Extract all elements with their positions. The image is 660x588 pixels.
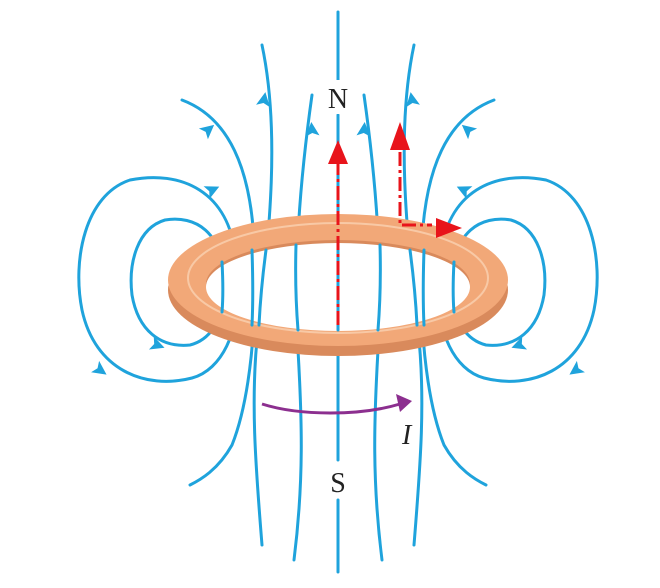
south-pole-label: S xyxy=(330,468,346,499)
field-arrowhead xyxy=(456,186,473,199)
red-dashed-l-arrow-line xyxy=(398,152,432,227)
current-arrow xyxy=(261,394,412,415)
current-arrowhead xyxy=(396,394,412,412)
field-arrowheads xyxy=(91,92,585,375)
north-label-backdrop xyxy=(324,80,354,114)
field-arrowhead xyxy=(511,336,528,350)
field-lines-foreground xyxy=(220,238,456,332)
field-line-mid-right-fg xyxy=(408,248,419,327)
north-pole-label: N xyxy=(328,84,348,115)
field-line-loop-left-small xyxy=(129,217,224,347)
field-line-inner-left-fg xyxy=(294,243,300,332)
red-l-arrowhead-up xyxy=(390,122,410,150)
red-dashed-arrows xyxy=(328,122,462,325)
field-arrowhead xyxy=(198,124,215,140)
field-arrowhead xyxy=(406,92,420,108)
current-label: I xyxy=(401,420,413,451)
field-arrowhead xyxy=(305,122,320,137)
field-line-outer-left-fg xyxy=(250,248,255,327)
field-line-outer-right-fg xyxy=(421,248,426,327)
south-label-backdrop xyxy=(324,462,354,498)
current-arc xyxy=(261,402,401,415)
field-line-loop-right-fg xyxy=(451,260,456,314)
field-arrowhead xyxy=(203,186,220,199)
field-line-loop-left-large xyxy=(77,176,239,383)
field-arrowhead xyxy=(569,360,585,375)
field-line-loop-right-small xyxy=(452,217,547,347)
field-line-loop-right-large xyxy=(437,176,599,383)
field-line-inner-right-fg xyxy=(376,243,382,332)
field-arrowhead xyxy=(148,336,165,350)
red-l-arrowhead-right xyxy=(436,218,462,238)
field-arrowhead xyxy=(461,124,478,140)
field-arrowhead xyxy=(356,122,371,137)
field-arrowhead xyxy=(91,360,107,375)
field-line-mid-left-fg xyxy=(257,248,268,327)
field-arrowhead xyxy=(256,92,270,108)
red-axis-arrowhead xyxy=(328,140,348,164)
field-line-loop-left-fg xyxy=(220,260,225,314)
